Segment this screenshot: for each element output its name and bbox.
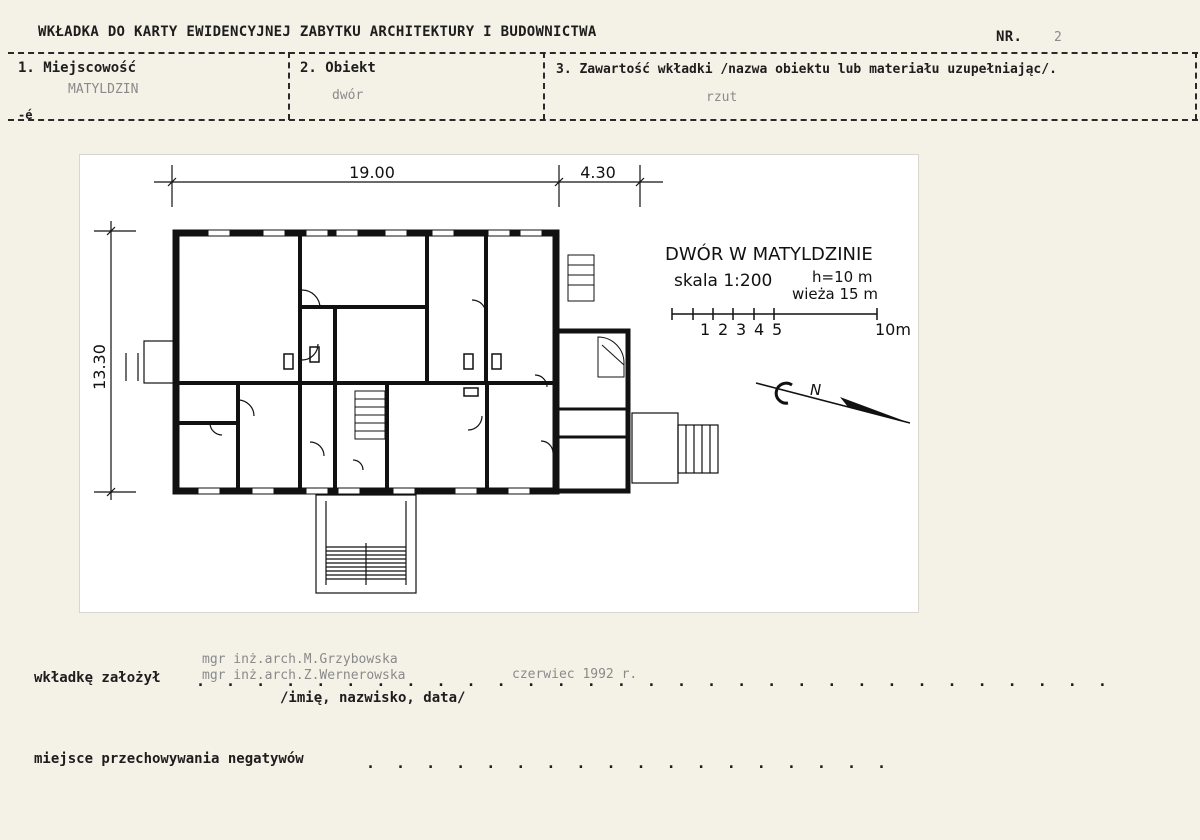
nr-value: 2 — [1054, 30, 1062, 45]
dimension-depth: 13.30 — [90, 344, 109, 390]
dimension-width-annex: 4.30 — [580, 163, 616, 182]
stray-mark: -é — [18, 108, 33, 122]
founder-line-1: mgr inż.arch.M.Grzybowska — [202, 652, 398, 667]
dimension-left — [94, 221, 136, 500]
floor-plan-card: 19.00 4.30 13.30 — [79, 154, 919, 613]
founder-hint: /imię, nazwisko, data/ — [280, 690, 466, 706]
founder-line-2: mgr inż.arch.Z.Wernerowska — [202, 668, 406, 683]
column-divider-1 — [288, 52, 290, 120]
plan-tower-height: wieża 15 m — [792, 285, 878, 303]
window-marks — [197, 229, 543, 495]
east-porch — [631, 412, 719, 484]
floor-plan-drawing: 19.00 4.30 13.30 — [90, 163, 911, 594]
interior-walls — [176, 233, 556, 491]
scale-tick-1: 1 — [700, 320, 710, 339]
plan-title: DWÓR W MATYLDZINIE — [665, 243, 873, 265]
scale-tick-2: 2 — [718, 320, 728, 339]
scale-tick-4: 4 — [754, 320, 764, 339]
field-zawartosc-label: 3. Zawartość wkładki /nazwa obiektu lub … — [556, 62, 1057, 77]
field-miejscowosc-value: MATYLDZIN — [68, 82, 139, 97]
north-label: N — [810, 381, 821, 399]
north-arrow-icon — [755, 381, 911, 424]
storage-label: miejsce przechowywania negatywów — [34, 751, 304, 767]
east-annex — [553, 254, 631, 494]
scale-tick-5: 5 — [772, 320, 782, 339]
scale-end-label: 10m — [875, 320, 911, 339]
field-obiekt-label: 2. Obiekt — [300, 60, 376, 76]
south-entrance-stairs — [315, 494, 417, 594]
table-top-border — [8, 52, 1198, 54]
founder-label: wkładkę założył — [34, 670, 161, 686]
door-swings — [209, 289, 554, 471]
column-divider-2 — [543, 52, 545, 120]
scale-tick-3: 3 — [736, 320, 746, 339]
west-terrace — [125, 340, 177, 384]
table-bottom-border — [8, 119, 1198, 121]
dimension-width-main: 19.00 — [349, 163, 395, 182]
founder-dotted-line: . . . . . . . . . . . . . . . . . . . . … — [196, 672, 1113, 690]
stoves — [283, 346, 502, 397]
interior-staircase — [354, 390, 386, 440]
plan-height: h=10 m — [812, 268, 873, 286]
plan-scale: skala 1:200 — [674, 271, 772, 291]
card-title: WKŁADKA DO KARTY EWIDENCYJNEJ ZABYTKU AR… — [38, 24, 597, 40]
field-miejscowosc-label: 1. Miejscowość — [18, 60, 137, 76]
dimension-top — [154, 165, 663, 207]
founder-date: czerwiec 1992 r. — [512, 667, 638, 682]
scale-bar — [671, 308, 878, 320]
field-obiekt-value: dwór — [332, 88, 364, 103]
field-zawartosc-value: rzut — [706, 90, 738, 105]
column-divider-3 — [1195, 52, 1197, 120]
nr-label: NR. — [996, 29, 1023, 45]
storage-dotted-line: . . . . . . . . . . . . . . . . . . — [366, 754, 893, 772]
